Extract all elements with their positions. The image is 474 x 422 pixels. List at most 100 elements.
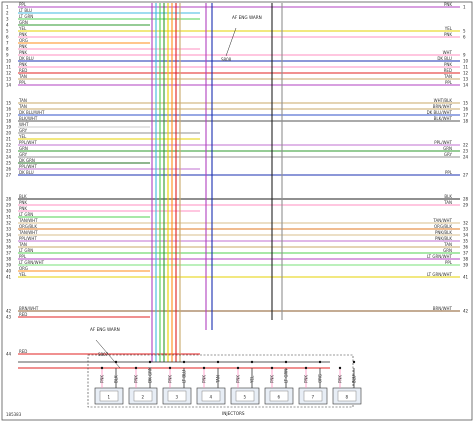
injector-coil	[337, 390, 357, 402]
wire-label-right: YEL	[444, 26, 453, 31]
splice-dot	[304, 366, 308, 370]
injector-number: 1	[108, 395, 111, 400]
wire-label-left: YEL	[18, 26, 27, 31]
warn-label-bottom-text: AF ENG WARN	[90, 327, 120, 332]
wire-num-left: 2	[6, 10, 9, 15]
wire-label-right: TAN	[443, 200, 452, 205]
injector-pin-label: YEL	[250, 375, 255, 384]
wire-label-left: TAN	[18, 98, 27, 103]
injector-pin-label: ORG	[318, 374, 323, 383]
wire-label-right: PNK	[444, 32, 452, 37]
splice-dot	[216, 360, 220, 364]
injector-number: 3	[176, 395, 179, 400]
wire-num-left: 9	[6, 52, 9, 57]
splice-dot	[338, 366, 342, 370]
wire-label-right: WHT	[443, 50, 453, 55]
injector-pin-label: LT GRN	[284, 369, 289, 383]
vertical-wires	[18, 3, 330, 369]
wire-num-left: 40	[6, 268, 12, 273]
wire-num-right: 32	[463, 220, 469, 225]
wire-num-right: 16	[463, 106, 469, 111]
wire-label-left: YEL	[18, 134, 27, 139]
wire-label-right: LT GRN/WHT	[427, 254, 453, 259]
wire-num-left: 42	[6, 308, 12, 313]
wire-num-right: 42	[463, 308, 469, 313]
wire-label-left: PPL/WHT	[19, 236, 37, 241]
wire-label-right: GRN	[443, 146, 452, 151]
splice-dot	[168, 366, 172, 370]
wire-label-left: PNK	[19, 206, 27, 211]
wire-num-left: 31	[6, 214, 12, 219]
wire-num-left: 38	[6, 256, 12, 261]
injector-pin-label: PNK	[134, 375, 139, 383]
wire-label-left: PNK	[19, 62, 27, 67]
wire-num-right: 28	[463, 196, 469, 201]
wire-num-left: 10	[6, 58, 12, 63]
wire-label-right: DK BLU	[437, 56, 452, 61]
injector-pin-label: PNK	[168, 375, 173, 383]
splice-label-s808: S808	[221, 57, 232, 62]
wire-label-right: BRN/WHT	[433, 104, 453, 109]
wire-label-right: PNK	[444, 2, 452, 7]
wire-num-left: 26	[6, 166, 12, 171]
wire-label-left: LT GRN	[19, 212, 33, 217]
wire-num-left: 3	[6, 16, 9, 21]
wire-num-left: 8	[6, 46, 9, 51]
wire-num-left: 29	[6, 202, 12, 207]
wire-num-right: 17	[463, 112, 469, 117]
wire-label-right: LT GRN/WHT	[427, 272, 453, 277]
injector-coil	[99, 390, 119, 402]
wire-label-right: PNK/BLK	[435, 230, 452, 235]
wire-num-right: 38	[463, 256, 469, 261]
wire-num-right: 33	[463, 226, 469, 231]
wire-label-left: LT GRN/WHT	[19, 260, 45, 265]
wire-num-left: 44	[6, 351, 12, 356]
wire-label-left: LT BLU	[19, 8, 32, 13]
wire-num-right: 34	[463, 232, 469, 237]
splice-dot	[202, 366, 206, 370]
wire-num-right: 13	[463, 76, 469, 81]
horizontal-wires	[18, 6, 460, 355]
wire-label-right: TAN/WHT	[432, 218, 452, 223]
diagram-id: 185383	[6, 412, 22, 417]
wire-num-right: 29	[463, 202, 469, 207]
wire-num-left: 32	[6, 220, 12, 225]
wire-label-left: TAN	[18, 74, 27, 79]
wire-label-right: BLK/WHT	[434, 116, 453, 121]
wire-num-right: 39	[463, 262, 469, 267]
wire-label-left: RED	[19, 68, 27, 73]
wire-label-left: GRY	[19, 128, 28, 133]
wire-label-right: BRN/WHT	[433, 306, 453, 311]
wire-num-right: 27	[463, 172, 469, 177]
wire-label-left: LT GRN	[19, 14, 33, 19]
wire-label-left: PNK	[19, 44, 27, 49]
wire-num-right: 23	[463, 148, 469, 153]
wire-num-right: 41	[463, 274, 469, 279]
wire-label-left: PPL	[19, 254, 27, 259]
wire-num-left: 18	[6, 118, 12, 123]
wire-num-left: 35	[6, 238, 12, 243]
wire-num-right: 24	[463, 154, 469, 159]
wire-label-left: PPL/WHT	[19, 140, 37, 145]
wire-num-left: 14	[6, 82, 12, 87]
wire-label-left: ORG	[19, 38, 28, 43]
injector-pin-label: PNK	[236, 375, 241, 383]
wire-num-left: 28	[6, 196, 12, 201]
splice-dot	[270, 366, 274, 370]
wire-label-left: GRN	[19, 20, 28, 25]
injector-pin-label: BLU	[352, 375, 357, 383]
wire-num-right: 6	[463, 34, 466, 39]
splice-dot	[182, 360, 186, 364]
wire-num-left: 39	[6, 262, 12, 267]
splice-dot	[284, 360, 288, 364]
wire-label-left: PPL	[19, 80, 27, 85]
wire-label-left: TAN/WHT	[18, 218, 38, 223]
wire-label-left: ORG	[19, 266, 28, 271]
wire-label-right: PNK/BLK	[435, 236, 452, 241]
wire-label-left: ORG/BLK	[19, 224, 37, 229]
